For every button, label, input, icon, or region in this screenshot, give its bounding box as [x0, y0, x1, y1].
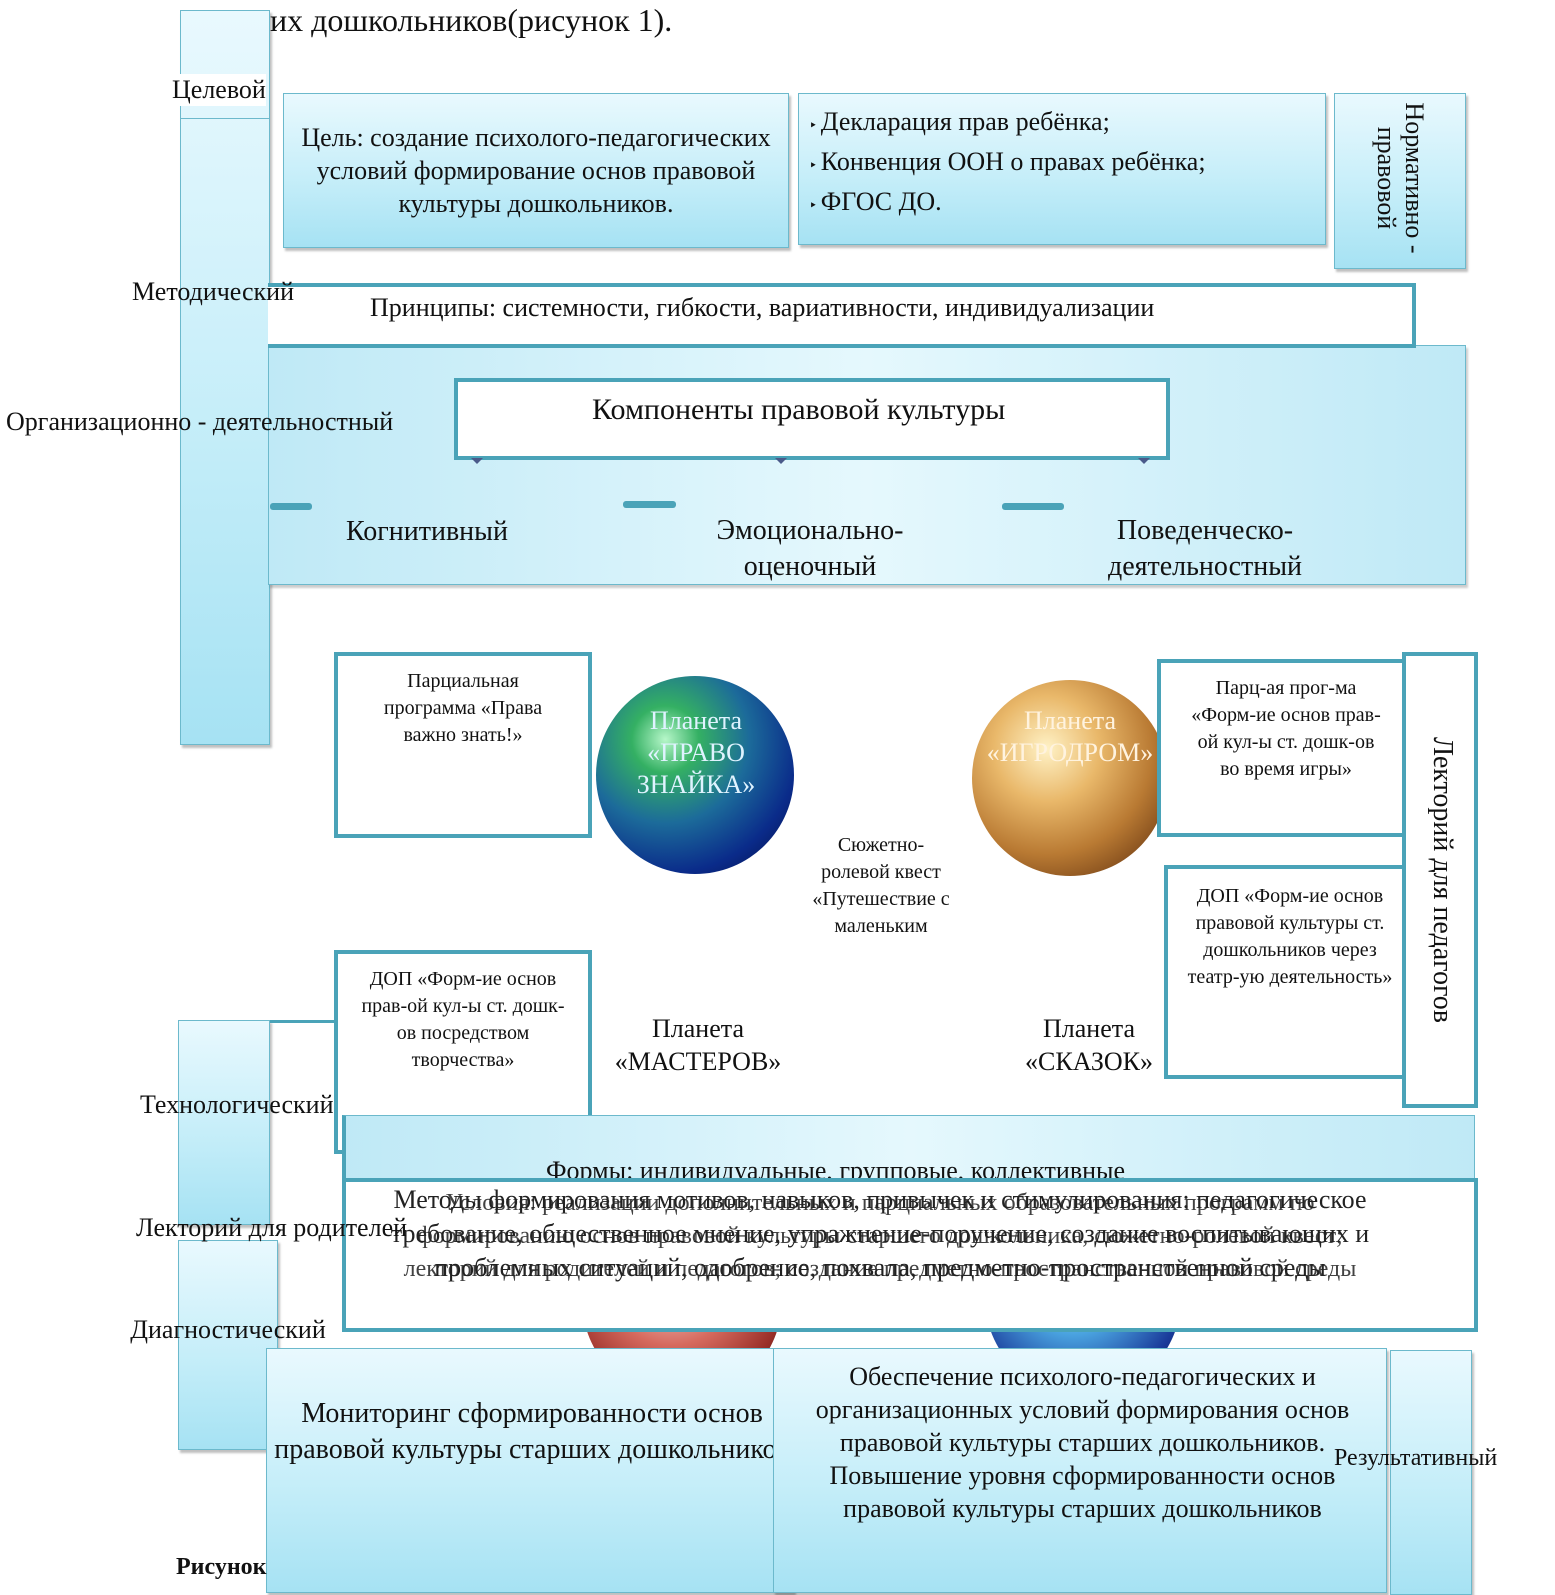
connector-dash	[1002, 503, 1064, 510]
methods-conditions-box	[342, 1178, 1478, 1332]
arrow-tip	[471, 458, 483, 464]
lecture-parents-label: Лекторий для родителей	[136, 1213, 408, 1242]
connector-dash	[270, 503, 312, 510]
level-diag-label: Диагностический	[130, 1315, 326, 1344]
planet-masters-label: Планета «МАСТЕРОВ»	[614, 1014, 782, 1076]
components-title: Компоненты правовой культуры	[592, 393, 1006, 426]
dop-theatre-box: ДОП «Форм-ие основ правовой культуры ст.…	[1164, 865, 1416, 1079]
figure-caption: Рисунок	[176, 1554, 267, 1580]
conditions-text: Условия: реализации дополнительных и пар…	[300, 1187, 1460, 1286]
component-cognitive: Когнитивный	[346, 516, 508, 547]
planet-igrodrom-globe	[972, 680, 1168, 876]
lecture-teachers-label: Лекторий для педагогов	[1427, 737, 1458, 1023]
tech-column	[178, 1020, 270, 1225]
component-behavioral: Поведенческо-деятельностный	[1107, 515, 1303, 582]
partial-program-text: Парциальная программа «Права важно знать…	[383, 670, 543, 746]
left-column-divider	[180, 118, 270, 119]
methods-line: Методы формирования мотивов, навыков, пр…	[393, 1185, 1367, 1214]
level-target-label: Целевой	[172, 74, 266, 106]
left-column-bar	[180, 10, 270, 745]
partial-game-program-box: Парц-ая прог-ма «Форм-ие основ прав-ой к…	[1157, 659, 1415, 837]
monitoring-text: Мониторинг сформированности основ правов…	[274, 1398, 790, 1465]
connector-dash	[623, 501, 676, 508]
principles-box	[268, 283, 1416, 348]
planet-pravo-znaika-globe	[596, 676, 794, 874]
planet-pravo-znaika-label: Планета «ПРАВО ЗНАЙКА»	[636, 706, 756, 799]
doc-item: ‣ Декларация прав ребёнка;	[809, 107, 1110, 136]
methods-text: Методы формирования мотивов, навыков, пр…	[300, 1183, 1460, 1285]
diag-column	[178, 1240, 278, 1450]
top-text: их дошкольников(рисунок 1).	[270, 2, 673, 38]
docs-box: ‣ Декларация прав ребёнка; ‣ Конвенция О…	[798, 93, 1326, 245]
arrow-tip	[1138, 458, 1150, 464]
level-org-label: Организационно - деятельностный	[6, 407, 394, 436]
quest-text: Сюжетно-ролевой квест «Путешествие с мал…	[812, 834, 950, 937]
component-emotional: Эмоционально-оценочный	[716, 515, 904, 582]
lecture-teachers-box	[1402, 652, 1478, 1108]
forms-band	[342, 1115, 1475, 1180]
result-text: Обеспечение психолого-педагогических и о…	[815, 1362, 1350, 1523]
doc-item: ‣ Конвенция ООН о правах ребёнка;	[809, 147, 1206, 176]
goal-box: Цель: создание психолого-педагогических …	[283, 93, 789, 248]
conditions-line: лекторий для родителей и педагогов; созд…	[403, 1256, 1357, 1282]
components-box	[454, 378, 1170, 460]
conditions-line: Условия: реализации дополнительных и пар…	[445, 1190, 1315, 1216]
arrow-tip	[775, 458, 787, 464]
methods-line: проблемных ситуаций, одобрение, похвала,…	[434, 1253, 1326, 1282]
partial-program-box: Парциальная программа «Права важно знать…	[334, 652, 592, 838]
planet-igrodrom-label: Планета «ИГРОДРОМ»	[986, 706, 1154, 767]
monitoring-box	[266, 1348, 794, 1593]
conditions-line: формированию основ правовой культуры ста…	[417, 1223, 1343, 1249]
principles-text: Принципы: системности, гибкости, вариати…	[370, 293, 1155, 322]
level-result-label: Результативный	[1334, 1445, 1498, 1471]
result-column	[1390, 1350, 1472, 1595]
tech-link	[270, 1020, 336, 1023]
dop-theatre-text: ДОП «Форм-ие основ правовой культуры ст.…	[1187, 885, 1393, 988]
partial-game-program-text: Парц-ая прог-ма «Форм-ие основ прав-ой к…	[1191, 677, 1381, 780]
methods-line: требование, общественное мнение, упражне…	[390, 1219, 1370, 1248]
level-tech-label: Технологический	[140, 1090, 334, 1119]
planet-tales-label: Планета «СКАЗОК»	[1025, 1014, 1153, 1076]
normative-label: Нормативно - правовой	[1372, 102, 1429, 254]
dop-art-text: ДОП «Форм-ие основ прав-ой кул-ы ст. дош…	[361, 968, 565, 1071]
doc-item: ‣ ФГОС ДО.	[809, 187, 942, 216]
normative-box	[1334, 93, 1466, 269]
level-methodical-label: Методический	[132, 277, 294, 306]
goal-text: Цель: создание психолого-педагогических …	[301, 123, 771, 218]
result-box	[773, 1348, 1387, 1593]
